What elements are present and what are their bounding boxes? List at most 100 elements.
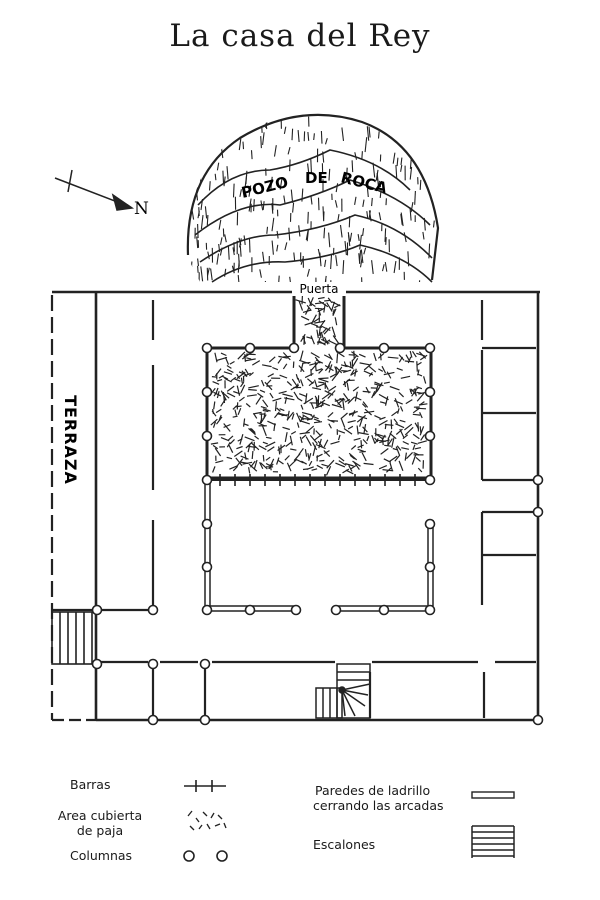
thatch-mark bbox=[384, 423, 394, 426]
thatch-mark bbox=[300, 379, 304, 387]
hatch-stroke bbox=[190, 261, 193, 277]
thatch-mark bbox=[273, 423, 276, 432]
thatch-mark bbox=[393, 418, 399, 424]
thatch-mark bbox=[318, 378, 329, 383]
thatch-mark bbox=[267, 373, 274, 378]
thatch-mark bbox=[378, 419, 388, 426]
column bbox=[424, 604, 436, 616]
hatch-stroke bbox=[345, 167, 348, 183]
hatch-stroke bbox=[324, 275, 327, 282]
hatch-stroke bbox=[210, 268, 213, 281]
thatch-mark bbox=[299, 431, 310, 435]
thatch-mark bbox=[252, 411, 262, 415]
thatch-mark bbox=[371, 434, 376, 444]
hatch-stroke bbox=[347, 232, 351, 243]
hatch-stroke bbox=[248, 198, 252, 212]
thatch-mark bbox=[318, 325, 322, 336]
terrace-steps bbox=[51, 611, 93, 665]
thatch-mark bbox=[235, 457, 243, 467]
thatch-mark bbox=[260, 462, 268, 470]
hatch-stroke bbox=[310, 159, 312, 173]
hatch-stroke bbox=[232, 183, 235, 198]
thatch-mark bbox=[296, 458, 304, 464]
hatch-stroke bbox=[324, 138, 328, 145]
thatch-mark bbox=[351, 410, 356, 417]
hatch-stroke bbox=[324, 259, 327, 267]
thatch-mark bbox=[238, 396, 245, 402]
thatch-mark bbox=[310, 352, 320, 359]
column bbox=[91, 604, 103, 616]
thatch-mark bbox=[213, 391, 218, 397]
column bbox=[147, 658, 159, 670]
hatch-stroke bbox=[218, 219, 222, 230]
thatch-mark bbox=[344, 398, 351, 403]
page-title: La casa del Rey bbox=[169, 18, 431, 54]
thatch-mark bbox=[413, 452, 420, 456]
thatch-mark bbox=[310, 335, 315, 345]
thatch-mark bbox=[257, 421, 266, 427]
column bbox=[201, 474, 213, 486]
thatch-mark bbox=[282, 426, 290, 431]
thatch-mark bbox=[248, 463, 258, 472]
thatch-mark bbox=[265, 441, 276, 448]
hatch-stroke bbox=[214, 173, 217, 181]
legend: Barras Area cubierta de paja Columnas Pa… bbox=[58, 777, 515, 863]
thatch-mark bbox=[230, 376, 237, 382]
thatch-mark bbox=[416, 361, 422, 366]
thatch-mark bbox=[417, 440, 427, 444]
thatch-mark bbox=[317, 382, 327, 388]
thatch-mark bbox=[254, 435, 260, 440]
thatch-mark bbox=[353, 461, 360, 470]
hatch-stroke bbox=[271, 240, 274, 255]
thatch-mark bbox=[381, 365, 387, 374]
thatch-mark bbox=[300, 363, 304, 373]
hatch-stroke bbox=[366, 126, 370, 141]
thatch-mark bbox=[255, 396, 262, 405]
thatch-mark bbox=[234, 409, 238, 416]
thatch-mark bbox=[304, 449, 308, 457]
thatch-mark bbox=[284, 397, 295, 401]
thatch-mark bbox=[248, 388, 257, 391]
legend-area-label-2: de paja bbox=[77, 823, 123, 838]
thatch-mark bbox=[232, 465, 239, 472]
hatch-stroke bbox=[377, 131, 380, 139]
hatch-stroke bbox=[207, 251, 210, 260]
thatch-mark bbox=[362, 401, 369, 408]
column bbox=[378, 604, 390, 616]
thatch-mark bbox=[226, 364, 232, 369]
thatch-mark bbox=[394, 398, 400, 408]
hatch-stroke bbox=[222, 170, 225, 184]
bars bbox=[207, 474, 431, 486]
thatch-mark bbox=[301, 434, 307, 439]
thatch-mark bbox=[259, 389, 266, 393]
column bbox=[244, 342, 256, 354]
hatch-stroke bbox=[239, 245, 242, 257]
hatch-stroke bbox=[305, 230, 309, 241]
hatch-stroke bbox=[360, 249, 364, 264]
hatch-stroke bbox=[408, 141, 412, 149]
column bbox=[424, 430, 436, 442]
hatch-stroke bbox=[290, 189, 294, 203]
thatch-mark bbox=[312, 442, 318, 451]
thatch-mark bbox=[323, 303, 326, 313]
thatch-mark bbox=[269, 392, 274, 399]
thatch-mark bbox=[383, 371, 395, 376]
thatch-mark bbox=[331, 326, 336, 338]
thatch-mark bbox=[261, 364, 272, 368]
thatch-mark bbox=[332, 308, 337, 317]
thatch-mark bbox=[220, 352, 227, 357]
thatch-mark bbox=[259, 461, 264, 470]
thatch-mark bbox=[260, 406, 267, 409]
thatch-mark bbox=[341, 370, 348, 372]
column bbox=[290, 604, 302, 616]
thatch-mark bbox=[404, 423, 413, 431]
thatch-mark bbox=[409, 387, 419, 392]
hatch-stroke bbox=[291, 128, 294, 141]
column bbox=[201, 604, 213, 616]
thatch-mark bbox=[351, 351, 359, 358]
thatch-mark bbox=[391, 437, 395, 448]
hatch-stroke bbox=[424, 154, 426, 164]
column bbox=[288, 342, 300, 354]
thatch-mark bbox=[344, 364, 354, 370]
hatch-stroke bbox=[238, 138, 242, 151]
